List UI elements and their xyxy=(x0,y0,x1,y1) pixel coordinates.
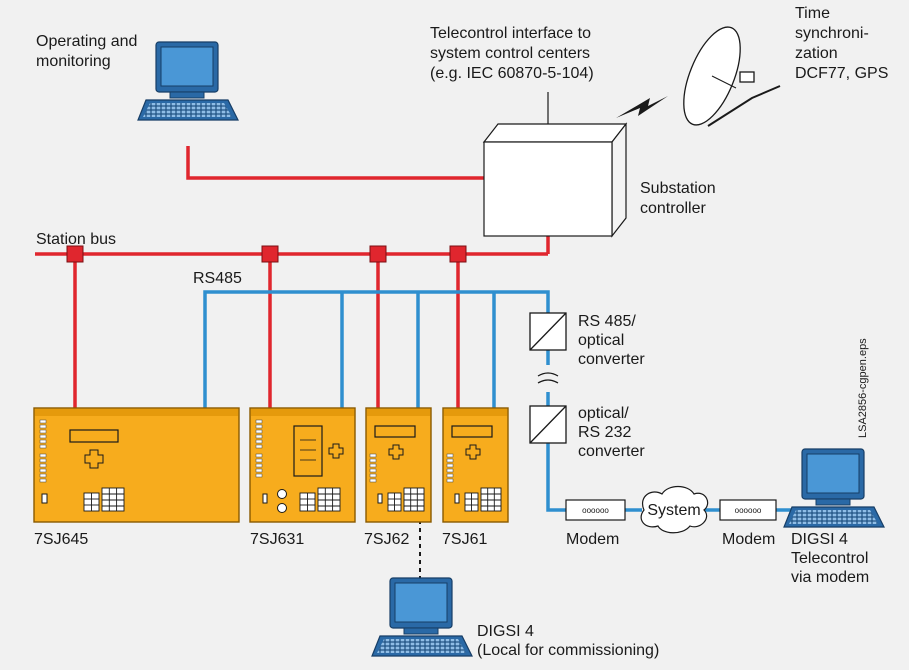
station-bus-label: Station bus xyxy=(36,231,116,248)
substation-label-line1: Substation xyxy=(640,180,716,197)
relay-7sj631 xyxy=(249,407,356,523)
modem-right: oooooo xyxy=(719,499,777,521)
device-label-7sj61: 7SJ61 xyxy=(442,531,487,548)
digsi-local-label-line1: DIGSI 4 xyxy=(477,623,534,640)
rs485-label: RS485 xyxy=(193,270,242,287)
led-column xyxy=(39,419,47,483)
relay-7sj645 xyxy=(33,407,240,523)
optical-converter-label-line2: RS 232 xyxy=(578,424,631,441)
operating-label-line1: Operating and xyxy=(36,33,137,50)
time-sync-label-line1: Time xyxy=(795,5,830,22)
local-digsi-laptop-icon xyxy=(371,577,473,657)
optical-link-break xyxy=(537,372,559,384)
rs485-optical-converter xyxy=(529,312,567,351)
optical-converter-label-line1: optical/ xyxy=(578,405,629,422)
system-cloud-label: System xyxy=(647,502,700,519)
file-id-label: LSA2856-cgpen.eps xyxy=(857,338,869,438)
operating-label-line2: monitoring xyxy=(36,53,111,70)
modem-right-label: Modem xyxy=(722,531,775,548)
digsi-remote-label-line1: DIGSI 4 xyxy=(791,531,848,548)
system-cloud xyxy=(640,485,709,534)
digsi-local-label-line2: (Local for commissioning) xyxy=(477,642,659,659)
relay-7sj62 xyxy=(365,407,432,523)
substation-label-line2: controller xyxy=(640,200,706,217)
digsi-remote-label-line2: Telecontrol xyxy=(791,550,868,567)
rs485-converter-label-line2: optical xyxy=(578,332,624,349)
device-label-7sj645: 7SJ645 xyxy=(34,531,88,548)
rs485-converter-label-line3: converter xyxy=(578,351,645,368)
station-bus-lines xyxy=(35,146,550,408)
station-bus-junctions xyxy=(66,245,467,263)
time-sync-label-line3: zation xyxy=(795,45,838,62)
substation-controller xyxy=(482,122,628,238)
satellite-dish-icon xyxy=(683,26,781,127)
rs485-bus-lines xyxy=(203,290,792,512)
device-label-7sj631: 7SJ631 xyxy=(250,531,304,548)
telecontrol-label-line1: Telecontrol interface to xyxy=(430,25,591,42)
operating-terminal-icon xyxy=(137,41,239,121)
telecontrol-label-line2: system control centers xyxy=(430,45,590,62)
optical-converter-label-line3: converter xyxy=(578,443,645,460)
modem-left-label: Modem xyxy=(566,531,619,548)
time-sync-label-line4: DCF77, GPS xyxy=(795,65,888,82)
time-sync-label-line2: synchroni- xyxy=(795,25,869,42)
modem-left: oooooo xyxy=(565,499,626,521)
rs485-converter-label-line1: RS 485/ xyxy=(578,313,636,330)
relay-7sj61 xyxy=(442,407,509,523)
svg-text:oooooo: oooooo xyxy=(735,506,762,515)
remote-digsi-laptop-icon xyxy=(783,448,885,528)
optical-rs232-converter xyxy=(529,405,567,444)
telecontrol-label-line3: (e.g. IEC 60870-5-104) xyxy=(430,65,594,82)
svg-text:oooooo: oooooo xyxy=(582,506,609,515)
wireless-link-icon xyxy=(616,96,668,118)
digsi-remote-label-line3: via modem xyxy=(791,569,869,586)
device-label-7sj62: 7SJ62 xyxy=(364,531,409,548)
